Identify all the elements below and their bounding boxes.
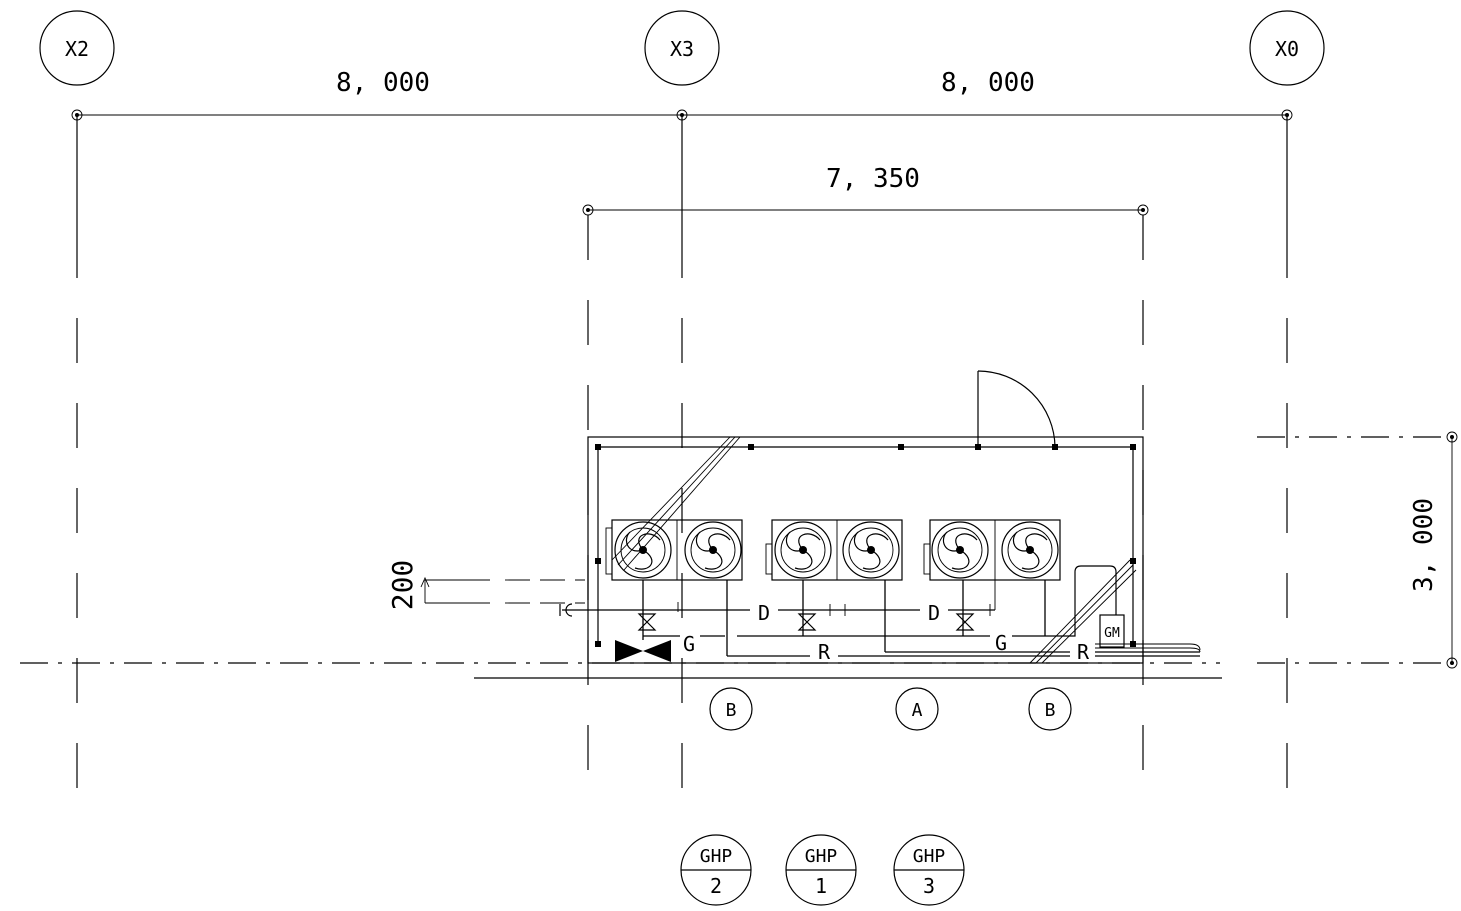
ghp-unit-3 [923, 519, 1061, 581]
door-swing-icon [977, 370, 1056, 448]
unit-tag-ghp-2: GHP 2 [680, 834, 752, 906]
fan-icon [614, 521, 672, 579]
ghp-unit-2 [605, 519, 743, 581]
dimension-offset: 200 [386, 560, 585, 611]
unit-tag-ghp-3: GHP 3 [893, 834, 965, 906]
gas-meter-label: GM [1104, 626, 1120, 641]
pipe-label-g1: G [683, 632, 695, 656]
zone-marker-b-right: B [1028, 687, 1072, 731]
fan-icon [1001, 521, 1059, 579]
dimension-line-depth: 3, 000 [1409, 431, 1458, 669]
zone-marker-label: A [912, 700, 923, 721]
drain-pipe [559, 580, 996, 617]
dimension-text-depth: 3, 000 [1409, 498, 1439, 592]
ghp-unit-1 [765, 519, 903, 581]
pipe-label-g2: G [995, 631, 1007, 655]
grid-label-x2: X2 [65, 37, 89, 61]
gas-meter-pipe [1045, 565, 1117, 637]
dimension-text-x3-x0: 8, 000 [941, 68, 1035, 98]
grid-bubble-x3: X3 [644, 10, 720, 86]
fan-icon [684, 521, 742, 579]
pipe-label-r2: R [1077, 640, 1090, 664]
pipe-label-d1: D [758, 601, 770, 625]
dimension-line-top: 8, 000 8, 000 [71, 68, 1293, 121]
zone-marker-label: B [1045, 700, 1056, 721]
grid-bubble-x2: X2 [39, 10, 115, 86]
grid-label-x3: X3 [670, 37, 694, 61]
unit-tag-ghp-1: GHP 1 [785, 834, 857, 906]
refrigerant-pipe [726, 580, 1201, 657]
grid-lines [76, 115, 1288, 800]
dimension-text-equipment: 7, 350 [826, 164, 920, 194]
pipe-label-d2: D [928, 601, 940, 625]
gas-meter-icon: GM [1099, 614, 1125, 648]
grid-label-x0: X0 [1275, 37, 1299, 61]
zone-marker-a: A [895, 687, 939, 731]
unit-tag-number: 3 [923, 874, 935, 898]
unit-tag-number: 1 [815, 874, 827, 898]
zone-marker-label: B [726, 700, 737, 721]
zone-marker-b-left: B [709, 687, 753, 731]
unit-tag-top: GHP [805, 846, 838, 867]
unit-tag-number: 2 [710, 874, 722, 898]
manual-valve-icon [637, 613, 975, 631]
reference-line [20, 436, 1452, 679]
pipe-labels: D D G G R R [683, 601, 1090, 664]
pipe-label-r1: R [818, 640, 831, 664]
fan-icon [774, 521, 832, 579]
dimension-text-x2-x3: 8, 000 [336, 68, 430, 98]
unit-tag-top: GHP [913, 846, 946, 867]
fan-icon [842, 521, 900, 579]
unit-tag-top: GHP [700, 846, 733, 867]
gate-valve-icon [615, 640, 671, 662]
dimension-text-offset: 200 [386, 560, 419, 611]
fan-icon [931, 521, 989, 579]
dimension-line-equipment: 7, 350 [582, 164, 1149, 216]
grid-bubble-x0: X0 [1249, 10, 1325, 86]
